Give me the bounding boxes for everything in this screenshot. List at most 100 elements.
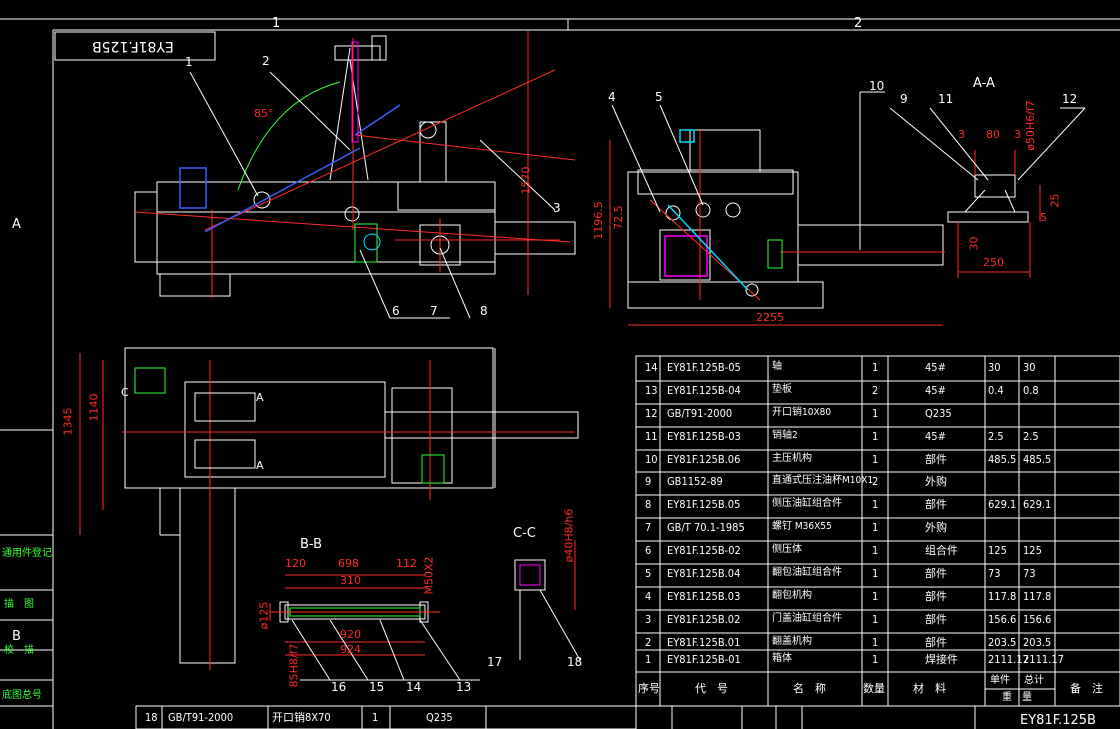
bom-cell-total: 629.1 (1023, 498, 1052, 511)
bom-cell-code: EY81F.125B.06 (667, 453, 741, 466)
side-view[interactable] (609, 91, 945, 326)
bom-header-material: 材 料 (913, 682, 946, 695)
dim-phi-40: ø40H8/h6 (562, 508, 576, 563)
dim-920: 920 (340, 628, 361, 641)
bom-cell-no: 8 (645, 498, 652, 511)
bom-cell-no: 5 (645, 567, 652, 580)
dim-1345: 1345 (61, 407, 75, 436)
balloon-6: 6 (392, 304, 400, 318)
bom-header-remark: 备 注 (1070, 682, 1103, 695)
bom-cell-no: 4 (645, 590, 652, 603)
extra-row-qty: 1 (372, 711, 379, 724)
bom-cell-qty: 1 (872, 498, 879, 511)
bom-cell-name: 翻盖机构 (772, 636, 812, 647)
dim-25: 25 (1048, 193, 1062, 208)
bom-cell-material: 部件 (925, 590, 947, 603)
bom-cell-code: EY81F.125B-05 (667, 361, 741, 374)
bom-header-total: 总计 (1024, 675, 1044, 686)
bom-cell-unit: 2111.17 (988, 653, 1029, 666)
bom-cell-code: EY81F.125B.03 (667, 590, 741, 603)
bom-cell-unit: 629.1 (988, 498, 1017, 511)
balloon-7: 7 (430, 304, 438, 318)
bom-cell-total: 73 (1023, 567, 1036, 580)
bom-header-unit: 单件 (990, 675, 1010, 686)
section-aa-detail[interactable] (889, 107, 1086, 278)
bom-cell-no: 7 (645, 521, 652, 534)
dim-1196: 1196.5 (591, 201, 605, 240)
dim-1570: 1570 (519, 166, 533, 195)
balloon-13: 13 (456, 680, 472, 694)
bom-cell-qty: 2 (872, 384, 879, 397)
zone-row-a: A (12, 217, 21, 232)
bom-cell-total: 2111.17 (1023, 653, 1064, 666)
bom-cell-name: 开口销10X80 (772, 407, 832, 418)
left-check: 校 描 (4, 645, 34, 656)
mirrored-drawing-code: EY81F.125B (92, 38, 174, 54)
bom-cell-qty: 1 (872, 567, 879, 580)
section-bb-detail[interactable] (269, 574, 480, 681)
bom-cell-unit: 203.5 (988, 636, 1017, 649)
dim-3: 3 (958, 128, 965, 141)
bom-cell-unit: 125 (988, 544, 1007, 557)
bom-cell-material: 部件 (925, 567, 947, 580)
bom-cell-name: 主压机构 (772, 453, 812, 464)
dim-80: 80 (986, 128, 1000, 141)
plan-view[interactable] (79, 347, 579, 670)
bom-cell-material: 部件 (925, 613, 947, 626)
bom-cell-qty: 1 (872, 361, 879, 374)
extra-row-no: 18 (145, 711, 158, 724)
view-label-aa: A-A (973, 76, 995, 91)
bom-cell-total: 2.5 (1023, 430, 1039, 443)
section-cc-detail[interactable] (514, 540, 581, 661)
extra-row-name: 开口销8X70 (272, 711, 331, 724)
main-elevation-view[interactable] (134, 30, 576, 319)
bom-cell-name: 翻包油缸组合件 (772, 567, 842, 578)
bom-cell-code: EY81F.125B-04 (667, 384, 741, 397)
bom-cell-qty: 1 (872, 407, 879, 420)
bom-cell-code: EY81F.125B.02 (667, 613, 741, 626)
bom-cell-code: EY81F.125B-02 (667, 544, 741, 557)
bom-cell-code: EY81F.125B.05 (667, 498, 741, 511)
bom-cell-code: EY81F.125B.04 (667, 567, 741, 580)
dim-120: 120 (285, 557, 306, 570)
bom-cell-no: 13 (645, 384, 658, 397)
bom-cell-material: 焊接件 (925, 653, 958, 666)
bom-cell-material: 外购 (925, 475, 947, 488)
bom-cell-unit: 156.6 (988, 613, 1017, 626)
bom-cell-qty: 1 (872, 453, 879, 466)
drawing-frame (0, 18, 1120, 729)
balloon-15: 15 (369, 680, 385, 694)
dim-3b: 3 (1014, 128, 1021, 141)
dim-2255: 2255 (756, 311, 784, 324)
bom-cell-name: 侧压油缸组合件 (772, 498, 842, 509)
bom-cell-unit: 30 (988, 361, 1001, 374)
bom-table-grid (635, 355, 1120, 707)
balloon-8: 8 (480, 304, 488, 318)
bom-cell-name: 螺钉 M36X55 (772, 521, 832, 532)
bom-cell-qty: 2 (872, 475, 879, 488)
dim-924: 924 (340, 643, 361, 656)
marker-a-bottom: A (256, 459, 264, 472)
bom-cell-total: 156.6 (1023, 613, 1052, 626)
bom-cell-name: 垫板 (772, 384, 792, 395)
left-drawing: 描 图 (4, 599, 34, 610)
bom-cell-material: 45# (925, 361, 946, 374)
bom-cell-no: 11 (645, 430, 658, 443)
bom-cell-unit: 117.8 (988, 590, 1017, 603)
dim-698: 698 (338, 557, 359, 570)
view-label-cc: C-C (513, 526, 536, 541)
balloon-9: 9 (900, 92, 908, 106)
dim-angle-85: 85° (254, 107, 274, 120)
bom-cell-material: 45# (925, 384, 946, 397)
bom-cell-qty: 1 (872, 544, 879, 557)
balloon-11: 11 (938, 92, 954, 106)
bom-cell-code: EY81F.125B-01 (667, 653, 741, 666)
dim-m50x2: M50X2 (422, 556, 436, 595)
bom-cell-qty: 1 (872, 430, 879, 443)
bom-cell-material: 组合件 (925, 544, 958, 557)
bom-cell-material: 部件 (925, 498, 947, 511)
bom-header-name: 名 称 (793, 682, 826, 695)
balloon-5: 5 (655, 90, 663, 104)
balloon-3: 3 (553, 201, 561, 215)
